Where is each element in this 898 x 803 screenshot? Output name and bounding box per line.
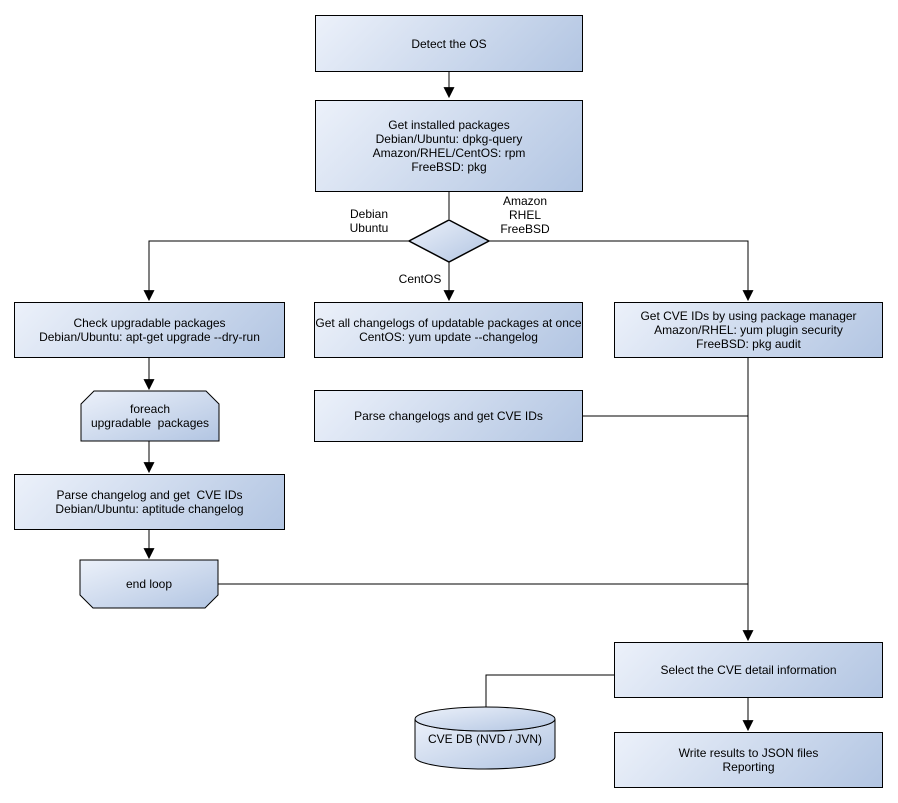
foreach-loop-shape [80, 390, 220, 442]
node-check-upgradable: Check upgradable packages Debian/Ubuntu:… [14, 302, 285, 358]
node-select-cve-detail: Select the CVE detail information [614, 642, 883, 698]
node-end-loop-label: end loop [125, 577, 173, 591]
node-parse-changelogs-label: Parse changelogs and get CVE IDs [354, 409, 543, 423]
branch-label-centos: CentOS [398, 272, 442, 286]
edge-select-to-cvedb [485, 674, 614, 707]
os-decision-diamond [407, 219, 491, 263]
node-detect-os: Detect the OS [315, 15, 583, 72]
branch-label-debian-ubuntu: Debian Ubuntu [349, 207, 389, 235]
node-detect-os-label: Detect the OS [411, 36, 487, 51]
edge-decision-to-check-upgradable [143, 240, 409, 302]
node-get-cve-ids: Get CVE IDs by using package manager Ama… [614, 302, 883, 358]
node-foreach-loop: foreach upgradable packages [81, 391, 219, 441]
edge-decision-to-get-cve-ids [489, 240, 754, 302]
node-write-results: Write results to JSON files Reporting [614, 732, 883, 788]
node-get-installed-packages: Get installed packages Debian/Ubuntu: dp… [315, 100, 583, 192]
cve-db-cylinder-top [414, 706, 556, 732]
node-parse-changelogs: Parse changelogs and get CVE IDs [314, 390, 583, 442]
node-parse-changelog-label: Parse changelog and get CVE IDs Debian/U… [55, 488, 244, 516]
node-cve-db: CVE DB (NVD / JVN) [415, 715, 555, 763]
node-get-all-changelogs: Get all changelogs of updatable packages… [314, 302, 583, 358]
node-write-results-label: Write results to JSON files Reporting [678, 746, 819, 774]
node-cve-db-label: CVE DB (NVD / JVN) [427, 732, 542, 746]
node-get-cve-ids-label: Get CVE IDs by using package manager Ama… [640, 309, 857, 351]
node-check-upgradable-label: Check upgradable packages Debian/Ubuntu:… [39, 316, 260, 344]
node-foreach-loop-label: foreach upgradable packages [90, 402, 210, 430]
end-loop-shape [79, 559, 219, 609]
node-select-cve-detail-label: Select the CVE detail information [660, 663, 837, 677]
node-parse-changelog: Parse changelog and get CVE IDs Debian/U… [14, 474, 285, 530]
branch-label-amazon-rhel-freebsd: Amazon RHEL FreeBSD [500, 194, 550, 236]
node-get-all-changelogs-label: Get all changelogs of updatable packages… [315, 316, 582, 344]
node-get-installed-packages-label: Get installed packages Debian/Ubuntu: dp… [372, 118, 526, 174]
node-end-loop: end loop [80, 560, 218, 608]
